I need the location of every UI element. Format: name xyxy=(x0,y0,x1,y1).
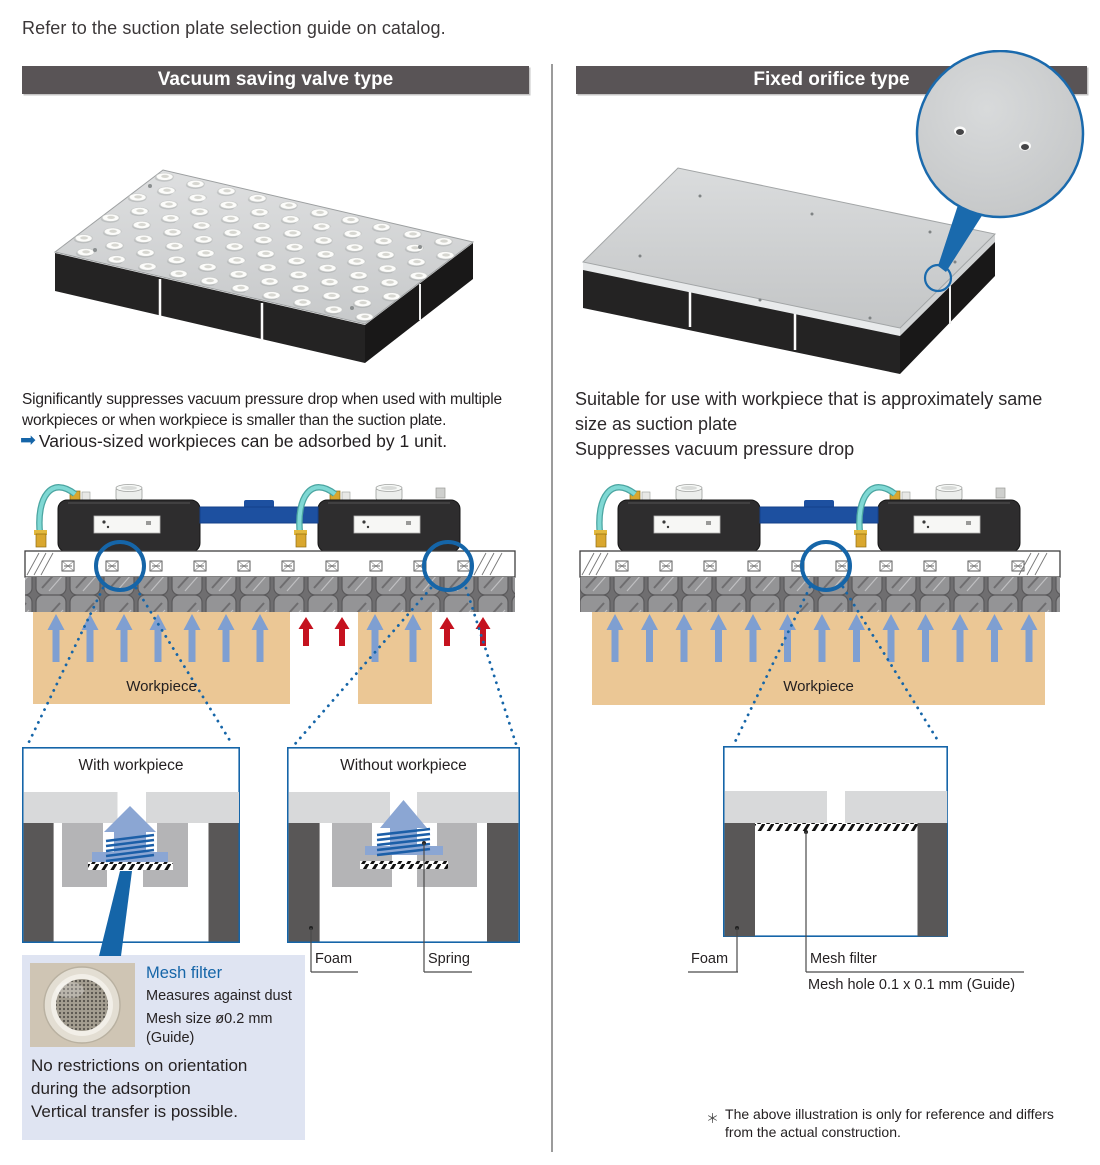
footnote-line1: The above illustration is only for refer… xyxy=(725,1106,1054,1122)
dotted-leaders xyxy=(732,585,942,746)
orifice-hole xyxy=(954,126,966,136)
mesh-filter-title: Mesh filter xyxy=(146,964,223,982)
footnote-marker: ＊ xyxy=(706,1111,720,1126)
foam-label: Foam xyxy=(315,951,353,967)
suction-arrows-blue xyxy=(606,614,1038,662)
foam-column xyxy=(724,823,755,937)
left-section-header: Vacuum saving valve type xyxy=(22,66,529,94)
workpiece-label: Workpiece xyxy=(126,678,197,695)
foam-column xyxy=(23,823,54,942)
unit-port xyxy=(435,487,446,499)
foam-column xyxy=(917,823,948,937)
plate-cross-section xyxy=(579,550,1061,578)
left-desc-line2: workpieces or when workpiece is smaller … xyxy=(22,412,447,429)
bridge-bar xyxy=(199,500,319,524)
mesh-filter-line3: (Guide) xyxy=(146,1030,195,1046)
orientation-note-line1: No restrictions on orientation xyxy=(31,1056,248,1075)
spring-label: Spring xyxy=(428,951,470,967)
right-cross-section-diagram xyxy=(579,483,1061,746)
detail-box-without-workpiece xyxy=(286,746,520,943)
orifice-highlight-circle xyxy=(800,540,852,592)
mesh-filter-line1: Measures against dust xyxy=(146,988,292,1004)
detail-title-without-workpiece: Without workpiece xyxy=(340,757,467,774)
valve-highlight-circles xyxy=(94,540,474,592)
foam-column xyxy=(288,823,320,942)
foam-row xyxy=(580,577,1060,612)
mesh-filter-label: Mesh filter xyxy=(810,951,877,967)
fixed-orifice-plate-photo xyxy=(581,50,1085,374)
unit-port xyxy=(995,487,1006,499)
left-highlight-text: Various-sized workpieces can be adsorbed… xyxy=(38,430,448,451)
mesh-filter-hatch xyxy=(360,861,448,869)
footnote-line2: from the actual construction. xyxy=(725,1123,901,1140)
right-desc-line3: Suppresses vacuum pressure drop xyxy=(575,439,855,459)
vacuum-tube xyxy=(594,484,898,548)
mesh-filter-line2: Mesh size ø0.2 mm xyxy=(146,1011,273,1027)
intro-text: Refer to the suction plate selection gui… xyxy=(22,18,446,38)
mesh-filter-hatch xyxy=(755,823,918,831)
blue-arrow-icon: ➡ xyxy=(20,430,36,451)
foam-base xyxy=(583,240,995,374)
mesh-filter-hatch xyxy=(88,862,173,870)
foam-row xyxy=(25,577,515,612)
orifice-location-circle xyxy=(923,263,953,293)
vacuum-tube xyxy=(34,484,338,548)
foam-base xyxy=(55,243,473,363)
footnote: ＊ The above illustration is only for ref… xyxy=(706,1106,1086,1141)
workpiece-small xyxy=(358,612,432,704)
dotted-leaders xyxy=(26,586,518,746)
workpiece-label: Workpiece xyxy=(783,678,854,695)
column-divider xyxy=(551,64,553,1152)
suction-plate-top xyxy=(581,167,997,336)
suction-arrows-blue xyxy=(47,614,422,662)
right-desc-line2: size as suction plate xyxy=(575,414,738,434)
mesh-filter-pointer xyxy=(99,871,132,956)
detail-title-with-workpiece: With workpiece xyxy=(78,757,184,774)
bridge-bar xyxy=(759,500,879,524)
mesh-hole-label: Mesh hole 0.1 x 0.1 mm (Guide) xyxy=(808,977,1016,993)
orifice-hole xyxy=(1019,141,1031,151)
right-desc-line1: Suitable for use with workpiece that is … xyxy=(575,389,1043,409)
left-highlight: ➡ Various-sized workpieces can be adsorb… xyxy=(20,430,532,452)
foam-column xyxy=(487,823,519,942)
valve-spring xyxy=(104,806,156,863)
plate-cross-section xyxy=(24,550,516,578)
valve-spring xyxy=(376,800,431,857)
leak-arrows-red xyxy=(298,617,491,646)
left-desc-line1: Significantly suppresses vacuum pressure… xyxy=(22,391,502,408)
detail-box-with-workpiece xyxy=(21,746,240,943)
right-section-header: Fixed orifice type xyxy=(576,66,1087,94)
orientation-note-line3: Vertical transfer is possible. xyxy=(31,1102,238,1121)
foam-column xyxy=(208,823,239,942)
vacuum-saving-plate-photo xyxy=(53,169,475,363)
orientation-note-line2: during the adsorption xyxy=(31,1079,191,1098)
detail-box-fixed-orifice xyxy=(722,745,948,937)
foam-label: Foam xyxy=(691,951,729,967)
magnifier-pointer xyxy=(923,205,983,293)
left-cross-section-diagram xyxy=(24,483,518,746)
suction-plate-top xyxy=(53,169,475,325)
